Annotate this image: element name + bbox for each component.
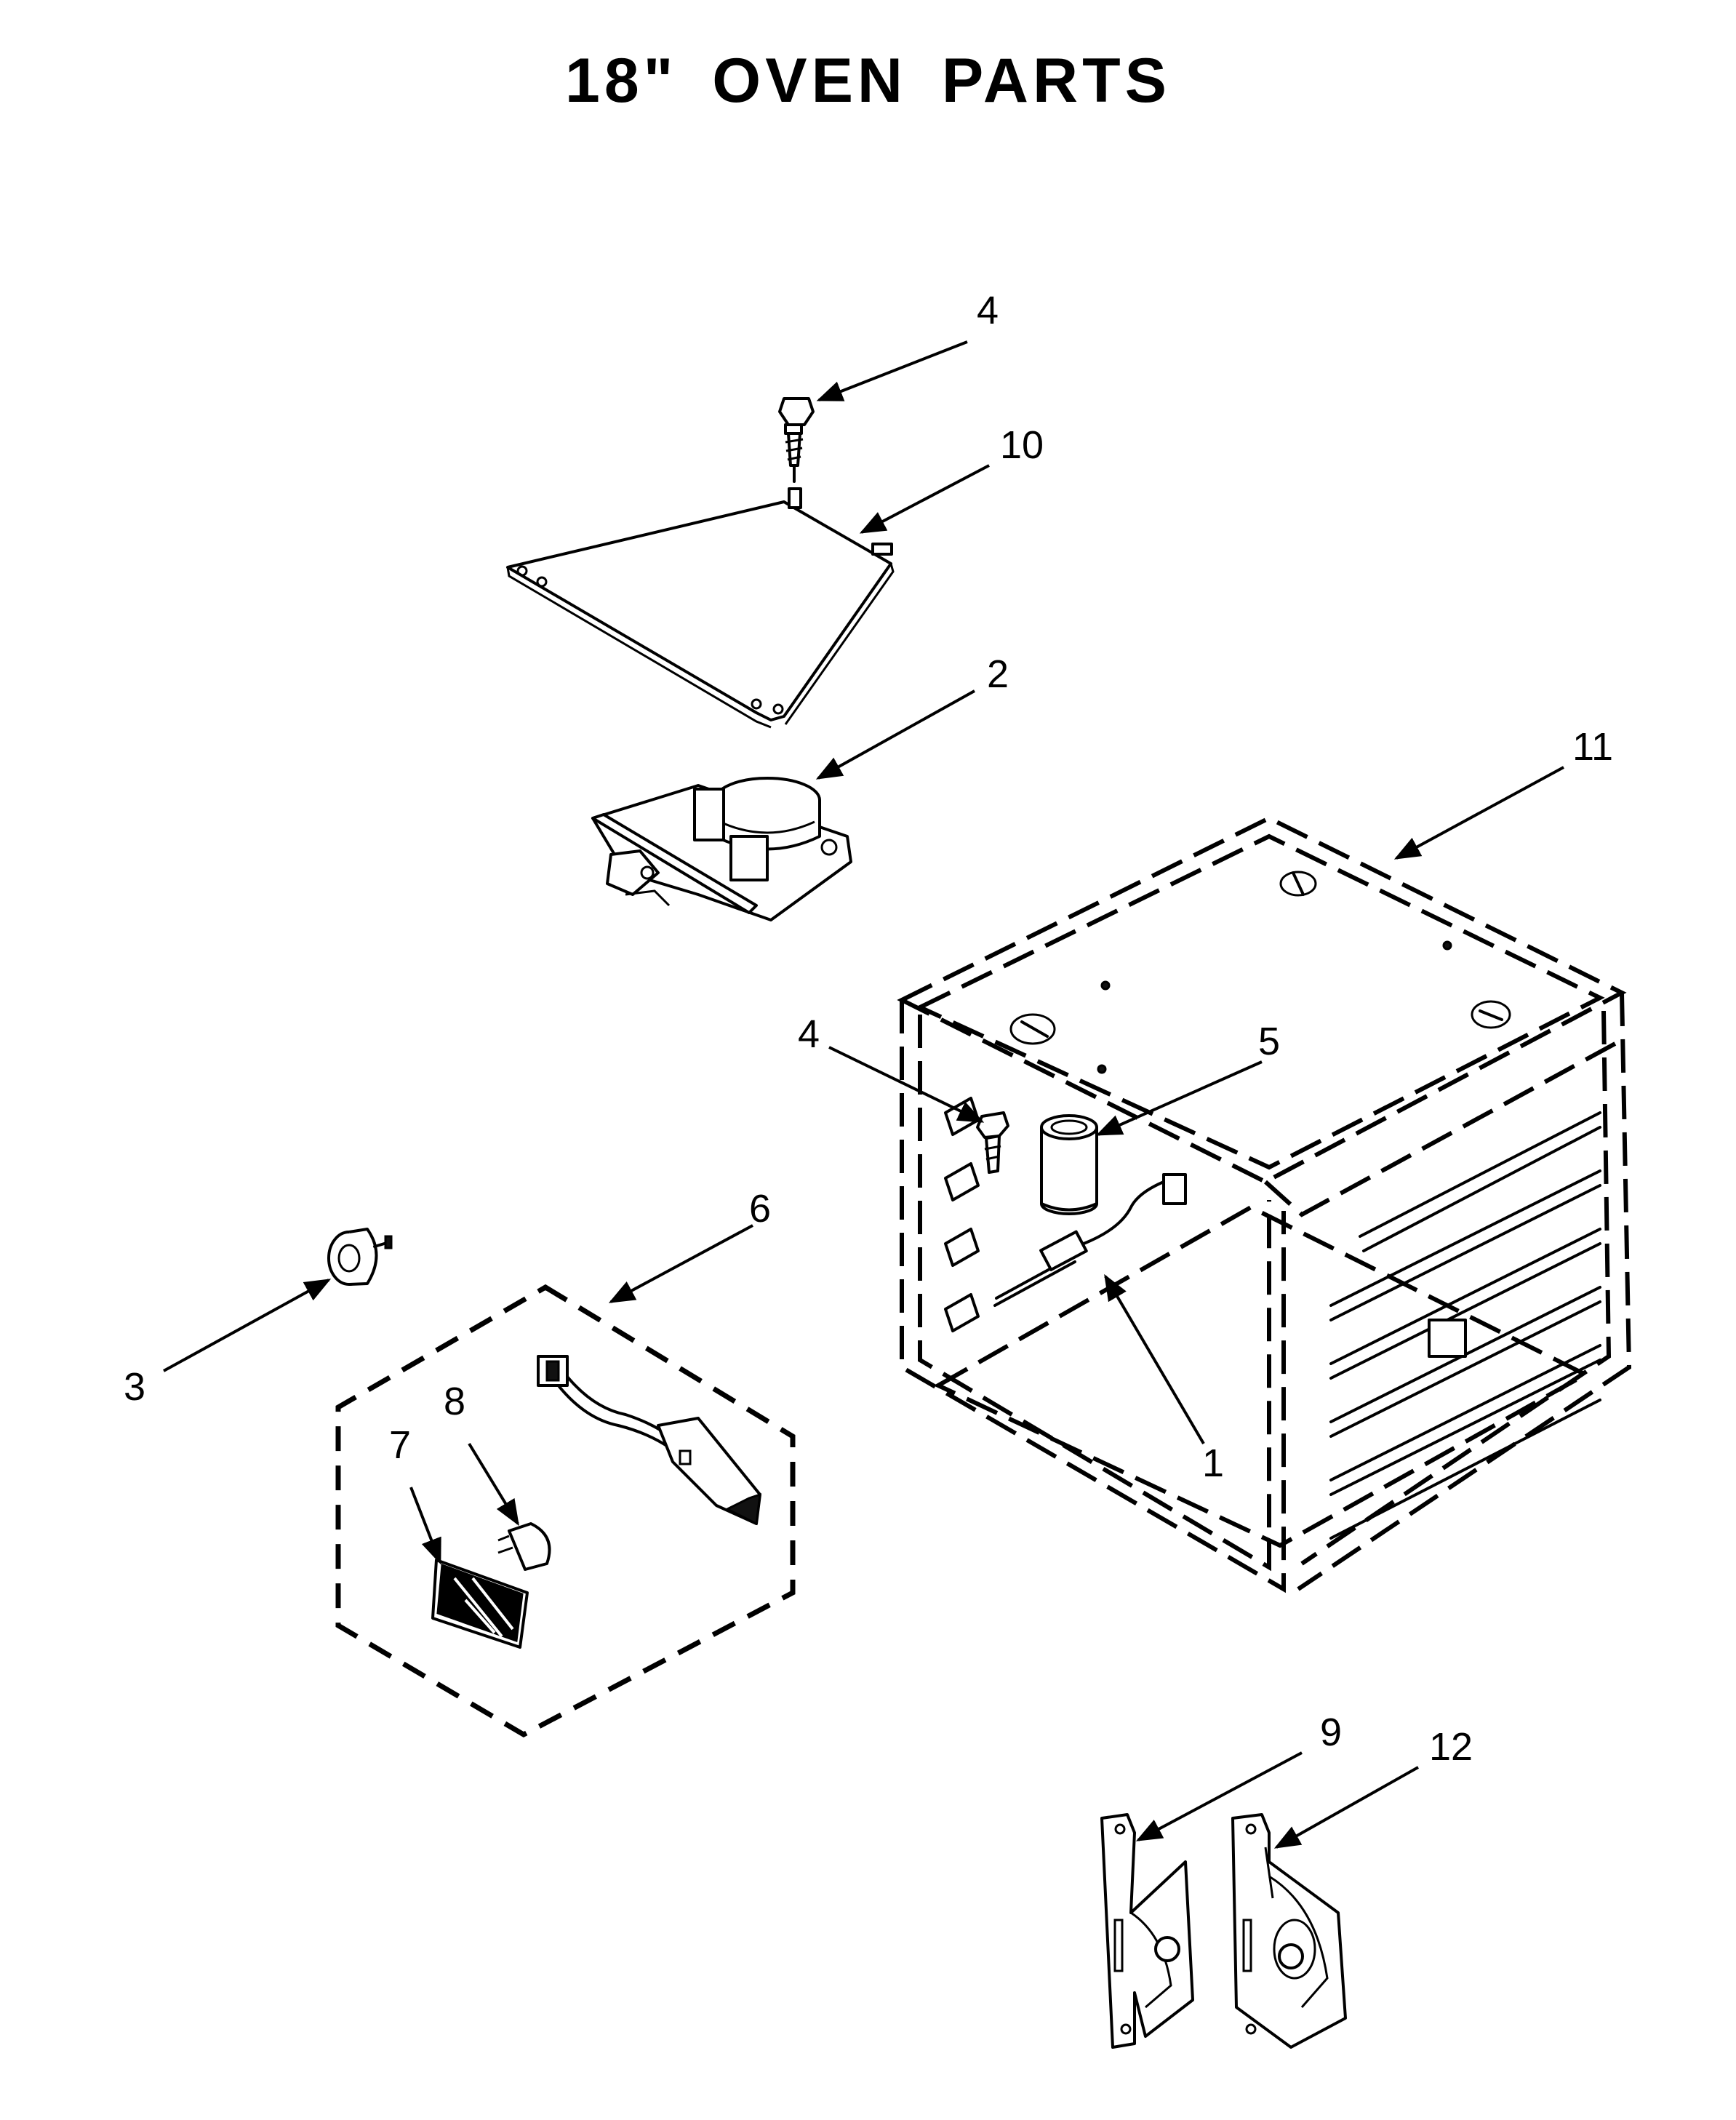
- rack-guides-right: [1329, 1111, 1601, 1540]
- callout-4-side: 4: [798, 1012, 820, 1056]
- diagram-title: 18" OVEN PARTS: [564, 46, 1172, 116]
- callout-3: 3: [124, 1365, 145, 1409]
- callout-7: 7: [389, 1423, 411, 1467]
- callout-1: 1: [1202, 1441, 1224, 1485]
- callout-12: 12: [1429, 1725, 1473, 1769]
- part-2-motor-assembly: [591, 777, 852, 921]
- callout-9: 9: [1320, 1711, 1342, 1754]
- part-9-hinge: [1100, 1813, 1194, 2049]
- part-3-bushing: [327, 1228, 393, 1286]
- callout-labels: 4 10 2 11 5 4 6 3 8 7 1 9 12: [124, 289, 1613, 1769]
- leader-lines: [163, 340, 1564, 1849]
- callout-8: 8: [444, 1380, 465, 1423]
- callout-2: 2: [987, 652, 1009, 696]
- part-10-plate: [506, 487, 895, 729]
- callout-11: 11: [1572, 725, 1613, 769]
- part-6-light-kit: [335, 1284, 796, 1738]
- callout-6: 6: [749, 1187, 771, 1231]
- part-5-tube: [1040, 1114, 1098, 1215]
- part-4-screw-top: [778, 397, 815, 483]
- callout-5: 5: [1258, 1020, 1280, 1063]
- rack-guides-left: [944, 1097, 980, 1332]
- part-4-screw-side: [976, 1111, 1009, 1174]
- part-11-oven-cavity: [897, 815, 1632, 1593]
- callout-10: 10: [1000, 423, 1044, 467]
- part-12-hinge: [1231, 1813, 1347, 2049]
- callout-4-top: 4: [977, 289, 999, 332]
